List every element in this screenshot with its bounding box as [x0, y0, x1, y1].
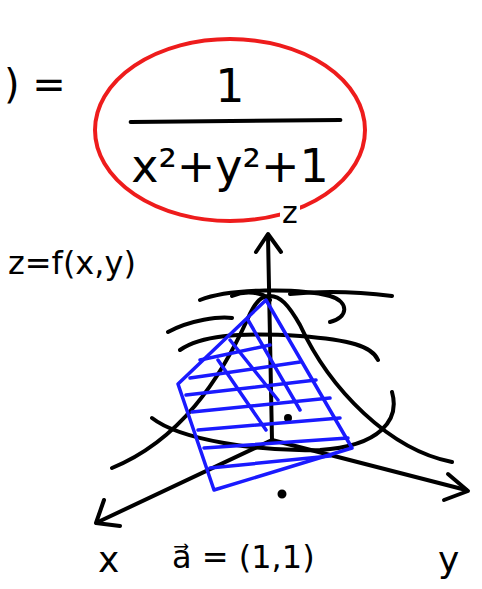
surface-profile: [112, 296, 452, 468]
contour-line: [232, 293, 270, 300]
origin-dot: [280, 492, 285, 497]
axis-label: y: [436, 540, 461, 580]
fraction-bar: [131, 120, 341, 122]
z-axis-head: [256, 234, 281, 252]
denominator: x²+y²+1: [131, 141, 329, 192]
axis-label: z: [280, 196, 300, 229]
y-axis-head: [444, 474, 468, 500]
hatched-region: [178, 300, 352, 490]
vector-label: a⃗ = (1,1): [170, 540, 317, 575]
numerator: 1: [215, 61, 244, 112]
function-label: z=f(x,y): [6, 246, 138, 281]
z-axis: [268, 236, 272, 440]
circled-formula: 1 x²+y²+1: [92, 36, 368, 224]
axis-label: x: [96, 540, 121, 580]
equals-sign: ) =: [2, 62, 68, 106]
x-axis-head: [96, 500, 120, 526]
surface-dot: [286, 416, 290, 420]
hatch-lines: [186, 345, 348, 468]
hatch-lines: [218, 320, 300, 430]
